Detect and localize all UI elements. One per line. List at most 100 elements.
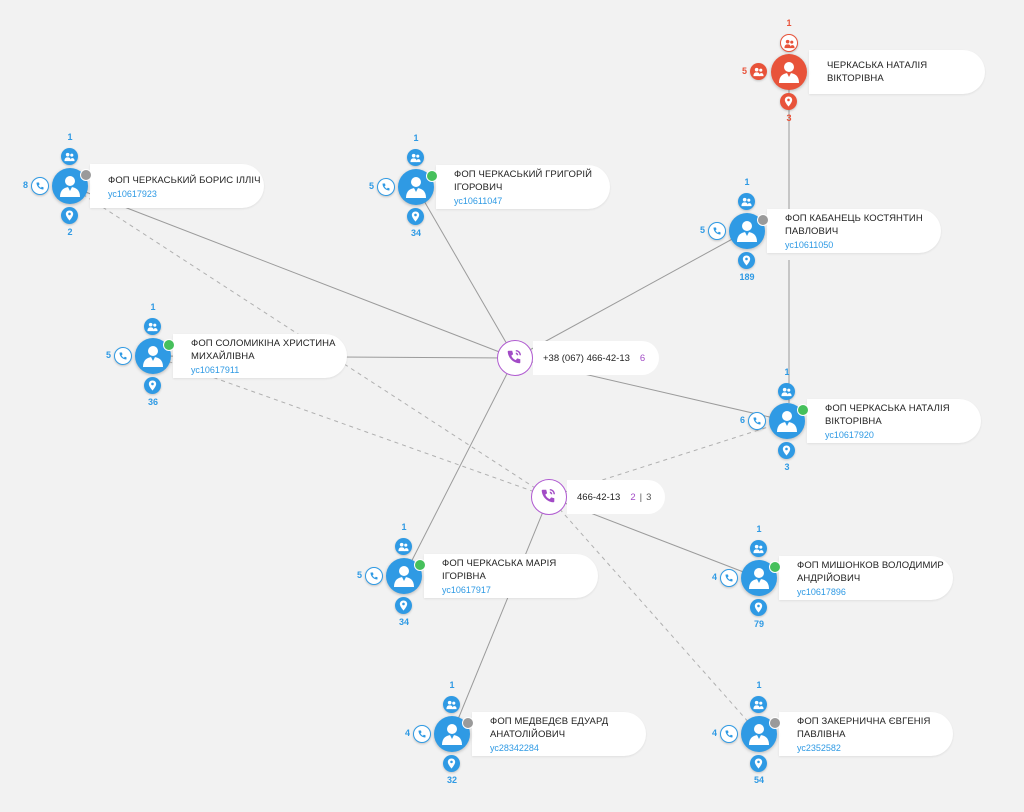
hub-link-count-a: 2	[630, 491, 636, 503]
group-icon[interactable]	[407, 149, 424, 166]
group-count: 1	[756, 680, 762, 690]
phone-hub-pill: 466-42-13 2 | 3	[567, 480, 666, 514]
status-active-icon	[769, 561, 781, 573]
node-name: ФОП ЗАКЕРНИЧНА ЄВГЕНІЯ ПАВЛІВНА	[797, 716, 931, 740]
group-icon[interactable]	[780, 34, 798, 52]
location-pin-icon[interactable]	[780, 93, 797, 110]
location-pin-icon[interactable]	[750, 755, 767, 772]
hub-link-count-b: 3	[646, 491, 652, 503]
user-icon[interactable]	[771, 54, 807, 90]
group-icon[interactable]	[750, 63, 767, 80]
status-active-icon	[797, 404, 809, 416]
node-card[interactable]: ФОП ЧЕРКАСЬКА НАТАЛІЯ ВІКТОРІВНА ус106179…	[807, 399, 981, 443]
node-code[interactable]: ус10611050	[785, 240, 834, 250]
status-active-icon	[426, 170, 438, 182]
location-count: 34	[398, 617, 409, 627]
location-count: 79	[753, 619, 764, 629]
phone-count: 5	[368, 181, 374, 191]
node-card[interactable]: ЧЕРКАСЬКА НАТАЛІЯ ВІКТОРІВНА	[809, 50, 985, 94]
group-count: 1	[413, 133, 419, 143]
location-pin-icon[interactable]	[778, 442, 795, 459]
node-card[interactable]: ФОП МЕДВЕДЄВ ЕДУАРД АНАТОЛІЙОВИЧ ус283422…	[472, 712, 646, 756]
hub-count-separator: |	[639, 491, 643, 503]
hub-phone-number: 466-42-13	[577, 491, 621, 503]
location-pin-icon[interactable]	[750, 599, 767, 616]
node-name: ФОП МЕДВЕДЄВ ЕДУАРД АНАТОЛІЙОВИЧ	[490, 716, 609, 740]
node-code[interactable]: ус10617920	[825, 430, 874, 440]
hub-link-count: 6	[639, 352, 646, 364]
node-code[interactable]: ус2352582	[797, 743, 841, 753]
node-card[interactable]: ФОП ЗАКЕРНИЧНА ЄВГЕНІЯ ПАВЛІВНА ус2352582	[779, 712, 953, 756]
location-pin-icon[interactable]	[407, 208, 424, 225]
phone-count: 4	[711, 728, 717, 738]
status-active-icon	[414, 559, 426, 571]
location-pin-icon[interactable]	[144, 377, 161, 394]
phone-hub-pill: +38 (067) 466-42-13 6	[533, 341, 660, 375]
group-icon[interactable]	[750, 540, 767, 557]
location-pin-icon[interactable]	[443, 755, 460, 772]
group-icon[interactable]	[778, 383, 795, 400]
node-code[interactable]: ус10611047	[454, 196, 503, 206]
node-code[interactable]: ус10617923	[108, 188, 157, 199]
group-count: 1	[67, 132, 73, 142]
phone-icon[interactable]	[720, 569, 738, 587]
phone-icon[interactable]	[31, 177, 49, 195]
location-pin-icon[interactable]	[738, 252, 755, 269]
node-code[interactable]: ус10617917	[442, 585, 491, 595]
group-count: 1	[401, 522, 407, 532]
phone-icon[interactable]	[114, 347, 132, 365]
location-pin-icon[interactable]	[61, 207, 78, 224]
group-icon[interactable]	[144, 318, 161, 335]
location-count: 3	[786, 113, 792, 123]
group-icon[interactable]	[61, 148, 78, 165]
group-count: 1	[449, 680, 455, 690]
phone-icon[interactable]	[413, 725, 431, 743]
status-inactive-icon	[462, 717, 474, 729]
group-count: 1	[786, 18, 792, 28]
group-icon[interactable]	[395, 538, 412, 555]
phone-icon[interactable]	[377, 178, 395, 196]
phone-icon[interactable]	[720, 725, 738, 743]
phone-count: 4	[711, 572, 717, 582]
status-inactive-icon	[80, 169, 92, 181]
node-name: ФОП КАБАНЕЦЬ КОСТЯНТИН ПАВЛОВИЧ	[785, 213, 923, 237]
phone-icon[interactable]	[748, 412, 766, 430]
phone-count: 5	[741, 66, 747, 76]
group-count: 1	[744, 177, 750, 187]
status-active-icon	[163, 339, 175, 351]
edge	[403, 357, 516, 577]
phone-icon[interactable]	[708, 222, 726, 240]
edge	[451, 496, 550, 735]
location-pin-icon[interactable]	[395, 597, 412, 614]
location-count: 2	[67, 227, 73, 237]
phone-count: 5	[356, 570, 362, 580]
phone-count: 4	[404, 728, 410, 738]
node-card[interactable]: ФОП ЧЕРКАСЬКИЙ ГРИГОРІЙ ІГОРОВИЧ ус106110…	[436, 165, 610, 209]
edge-dashed	[152, 355, 550, 498]
node-name: ФОП ЧЕРКАСЬКИЙ ГРИГОРІЙ ІГОРОВИЧ	[454, 169, 593, 193]
edge-dashed	[548, 496, 760, 735]
node-card[interactable]: ФОП КАБАНЕЦЬ КОСТЯНТИН ПАВЛОВИЧ ус1061105…	[767, 209, 941, 253]
node-code[interactable]: ус28342284	[490, 743, 539, 753]
node-code[interactable]: ус10617911	[191, 365, 240, 375]
node-name: ФОП ЧЕРКАСЬКА НАТАЛІЯ ВІКТОРІВНА	[825, 403, 950, 427]
user-icon[interactable]	[729, 213, 765, 249]
group-count: 1	[784, 367, 790, 377]
phone-icon[interactable]	[365, 567, 383, 585]
group-icon[interactable]	[750, 696, 767, 713]
edge-dashed	[69, 185, 550, 498]
node-code[interactable]: ус10617896	[797, 587, 846, 597]
phone-call-icon[interactable]	[531, 479, 567, 515]
node-name: ФОП ЧЕРКАСЬКИЙ БОРИС ІЛЛІЧ	[108, 174, 261, 186]
node-name: ЧЕРКАСЬКА НАТАЛІЯ ВІКТОРІВНА	[827, 60, 928, 84]
user-icon[interactable]	[434, 716, 470, 752]
node-card[interactable]: ФОП ЧЕРКАСЬКИЙ БОРИС ІЛЛІЧ ус10617923	[90, 164, 264, 208]
group-icon[interactable]	[738, 193, 755, 210]
phone-call-icon[interactable]	[497, 340, 533, 376]
group-icon[interactable]	[443, 696, 460, 713]
edge	[514, 230, 748, 359]
